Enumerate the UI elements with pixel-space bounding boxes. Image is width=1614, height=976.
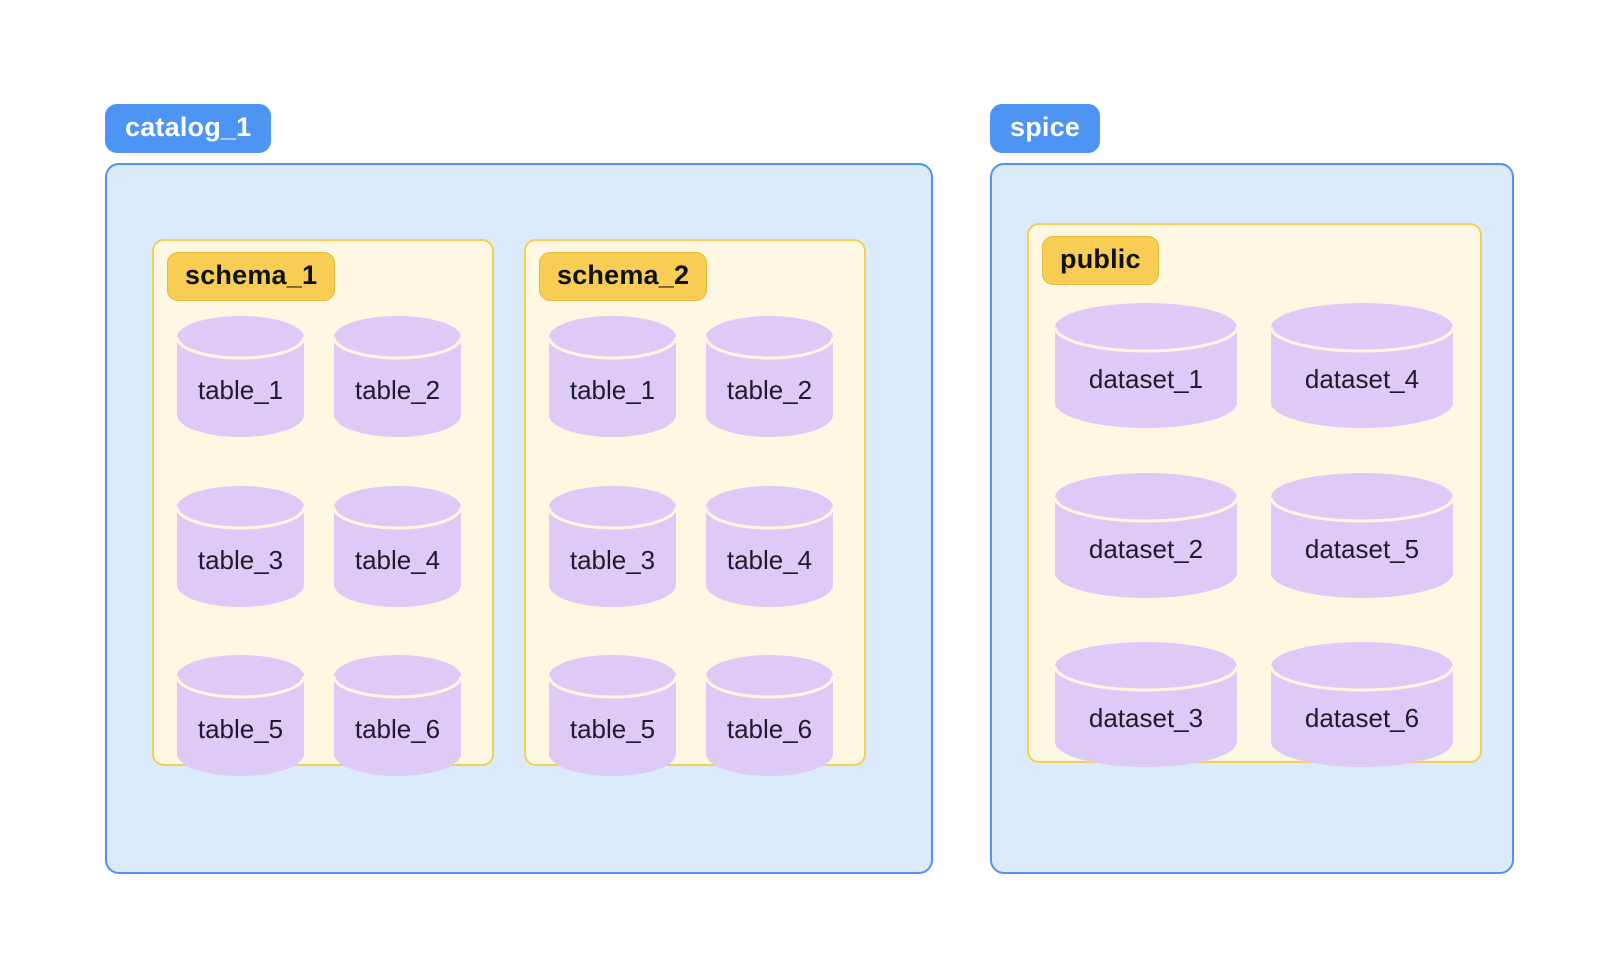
database-cylinder-icon [1269, 473, 1455, 598]
database-object-dataset_2[interactable]: dataset_2 [1053, 471, 1239, 601]
database-cylinder-icon [175, 316, 306, 437]
catalog-label-catalog_1[interactable]: catalog_1 [105, 104, 272, 153]
database-object-dataset_6[interactable]: dataset_6 [1269, 640, 1455, 770]
database-object-dataset_1[interactable]: dataset_1 [1053, 301, 1239, 431]
database-cylinder-icon [1053, 303, 1239, 428]
catalog-panel-spice[interactable]: public dataset_1 dat [990, 163, 1514, 874]
database-object-table_5[interactable]: table_5 [547, 654, 678, 779]
database-cylinder-icon [332, 316, 463, 437]
database-cylinder-icon [704, 655, 835, 776]
database-object-table_6[interactable]: table_6 [332, 654, 463, 779]
database-object-table_1[interactable]: table_1 [175, 315, 306, 440]
database-cylinder-icon [1053, 473, 1239, 598]
database-cylinder-icon [175, 486, 306, 607]
database-cylinder-icon [1269, 642, 1455, 767]
database-cylinder-icon [704, 316, 835, 437]
schema-panel-schema_2[interactable]: schema_2 table_1 tab [524, 239, 866, 776]
database-cylinder-icon [547, 486, 678, 607]
schema-label-schema_1[interactable]: schema_1 [167, 252, 336, 301]
catalog-panel-catalog_1[interactable]: schema_1 table_1 tab [105, 163, 933, 874]
database-cylinder-icon [1053, 642, 1239, 767]
database-object-table_6[interactable]: table_6 [704, 654, 835, 779]
database-object-table_4[interactable]: table_4 [704, 485, 835, 610]
database-object-table_3[interactable]: table_3 [175, 485, 306, 610]
database-object-table_1[interactable]: table_1 [547, 315, 678, 440]
database-cylinder-icon [547, 316, 678, 437]
database-cylinder-icon [1269, 303, 1455, 428]
schema-label-schema_2[interactable]: schema_2 [539, 252, 708, 301]
schema-panel-public[interactable]: public dataset_1 dat [1027, 223, 1482, 767]
catalog-group-catalog_1: catalog_1 schema_1 table_1 [105, 104, 933, 874]
database-cylinder-icon [332, 655, 463, 776]
database-cylinder-icon [332, 486, 463, 607]
schema-panel-schema_1[interactable]: schema_1 table_1 tab [152, 239, 494, 776]
database-object-dataset_4[interactable]: dataset_4 [1269, 301, 1455, 431]
database-cylinder-icon [547, 655, 678, 776]
database-object-table_5[interactable]: table_5 [175, 654, 306, 779]
catalog-label-spice[interactable]: spice [990, 104, 1101, 153]
database-cylinder-icon [704, 486, 835, 607]
catalog-group-spice: spice public dataset_1 [990, 104, 1514, 874]
database-object-table_2[interactable]: table_2 [704, 315, 835, 440]
database-cylinder-icon [175, 655, 306, 776]
database-object-table_2[interactable]: table_2 [332, 315, 463, 440]
database-object-dataset_3[interactable]: dataset_3 [1053, 640, 1239, 770]
database-object-table_4[interactable]: table_4 [332, 485, 463, 610]
database-object-table_3[interactable]: table_3 [547, 485, 678, 610]
database-object-dataset_5[interactable]: dataset_5 [1269, 471, 1455, 601]
schema-label-public[interactable]: public [1042, 236, 1159, 285]
